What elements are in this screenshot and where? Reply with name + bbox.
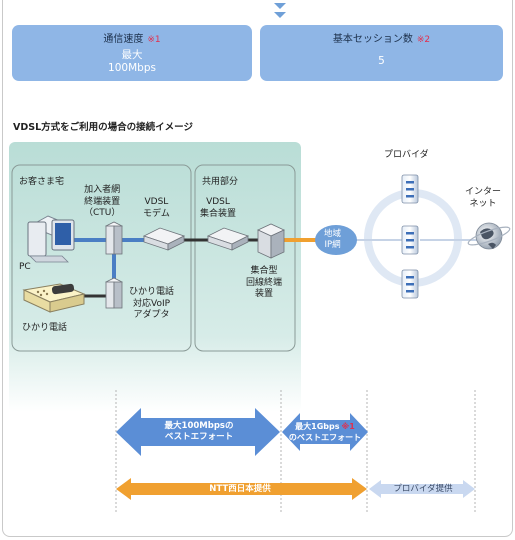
vdsl-modem-icon — [142, 227, 186, 251]
voip-adapter-icon — [105, 277, 123, 309]
ntt-provided-arrow — [116, 478, 367, 500]
ip-network-icon — [315, 225, 357, 255]
best-effort-1g-label: 最大1Gbps※1 のベストエフォート — [288, 422, 362, 442]
internet-label: インターネット — [465, 187, 502, 209]
line-terminal-icon — [257, 223, 285, 259]
phone-icon — [22, 283, 86, 313]
note-mark: ※1 — [147, 35, 161, 45]
shared-zone-frame — [194, 164, 296, 352]
ntt-provided-label: NTT西日本提供 — [209, 484, 271, 494]
spec-sessions-value: 5 — [378, 55, 385, 67]
ctu-device-icon — [105, 221, 123, 255]
vdsl-concentrator-icon — [206, 227, 250, 251]
customer-zone-frame — [11, 164, 192, 352]
note-mark: ※2 — [416, 35, 431, 45]
line-terminal-label: 集合型回線終端装置 — [246, 266, 283, 299]
pc-label: PC — [19, 262, 31, 272]
customer-zone-label: お客さま宅 — [19, 177, 65, 187]
provider-provided-arrow — [369, 480, 475, 498]
provider-server-icon — [401, 269, 419, 299]
spec-sessions-label: 基本セッション数※2 — [332, 34, 431, 45]
chevron-down-icon — [274, 3, 286, 9]
best-effort-100m-arrow — [116, 408, 280, 456]
provider-label: プロバイダ — [384, 150, 429, 160]
provider-server-icon — [401, 174, 419, 204]
guide-lines — [115, 390, 476, 514]
phone-label: ひかり電話 — [22, 323, 68, 333]
chevron-down-icon — [274, 12, 286, 18]
best-effort-1g-arrow — [282, 413, 368, 451]
shared-zone-label: 共用部分 — [202, 177, 239, 187]
ctu-label: 加入者網終端装置（CTU） — [84, 185, 121, 218]
spec-speed-label: 通信速度※1 — [103, 34, 161, 45]
provider-provided-label: プロバイダ提供 — [393, 484, 453, 494]
diagram-heading: VDSL方式をご利用の場合の接続イメージ — [13, 122, 193, 133]
note-mark: ※1 — [341, 422, 355, 431]
customer-area-background — [9, 142, 301, 412]
pc-icon — [27, 215, 75, 263]
provider-server-icon — [401, 225, 419, 255]
best-effort-100m-label: 最大100Mbpsのベストエフォート — [164, 421, 234, 442]
internet-globe-icon — [467, 222, 511, 250]
spec-sessions-box: 基本セッション数※2 5 — [260, 25, 503, 81]
